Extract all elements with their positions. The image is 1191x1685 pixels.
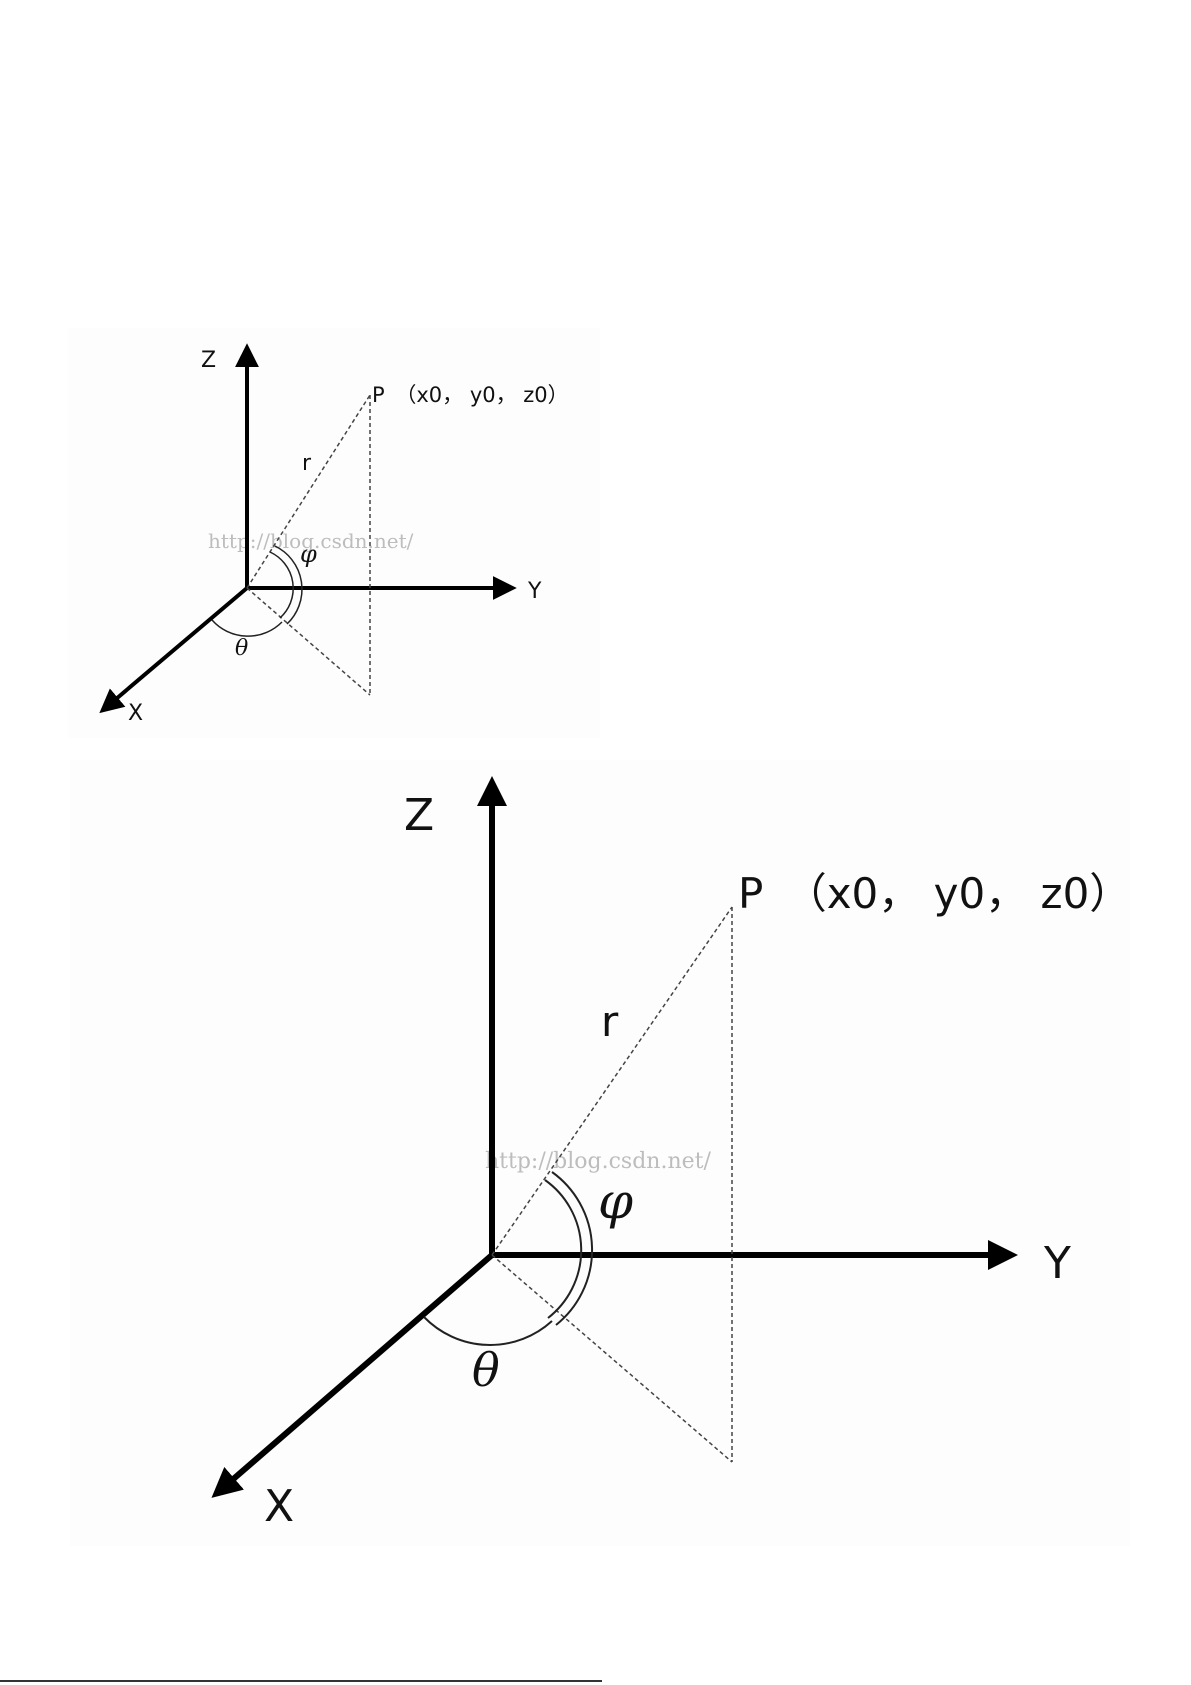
small-diagram: http://blog.csdn.net/ Z Y X r φ θ P （x0，… xyxy=(103,348,569,726)
small-x-axis xyxy=(103,588,247,710)
large-r-label: r xyxy=(601,997,619,1046)
large-theta-arc xyxy=(424,1317,552,1345)
footer-rule xyxy=(0,1680,602,1682)
large-point-coords: （x0， y0， z0） xyxy=(785,869,1132,918)
large-projection-line xyxy=(492,1255,732,1462)
small-z-label: Z xyxy=(201,348,216,373)
small-theta-label: θ xyxy=(235,636,248,661)
large-theta-label: θ xyxy=(472,1343,500,1397)
small-phi-label: φ xyxy=(300,540,317,568)
large-watermark: http://blog.csdn.net/ xyxy=(485,1149,711,1174)
large-phi-arc-outer xyxy=(552,1172,592,1325)
small-r-label: r xyxy=(302,451,312,476)
large-diagram: http://blog.csdn.net/ Z Y X r φ θ P （x0，… xyxy=(216,782,1131,1532)
large-y-label: Y xyxy=(1043,1238,1071,1289)
small-point-name: P xyxy=(372,383,385,407)
small-x-label: X xyxy=(128,701,143,726)
large-phi-arc-inner xyxy=(545,1180,581,1318)
large-point-label: P （x0， y0， z0） xyxy=(738,869,1131,918)
large-x-axis xyxy=(216,1255,492,1494)
small-point-label: P （x0， y0， z0） xyxy=(372,383,569,407)
small-y-label: Y xyxy=(527,579,542,604)
large-z-label: Z xyxy=(404,790,434,841)
large-x-label: X xyxy=(264,1481,294,1532)
large-point-name: P xyxy=(738,869,763,918)
large-phi-label: φ xyxy=(598,1172,633,1230)
small-point-coords: （x0， y0， z0） xyxy=(395,383,568,407)
small-projection-line xyxy=(247,588,370,695)
small-theta-arc xyxy=(212,620,282,636)
small-phi-arc-inner xyxy=(270,552,293,618)
